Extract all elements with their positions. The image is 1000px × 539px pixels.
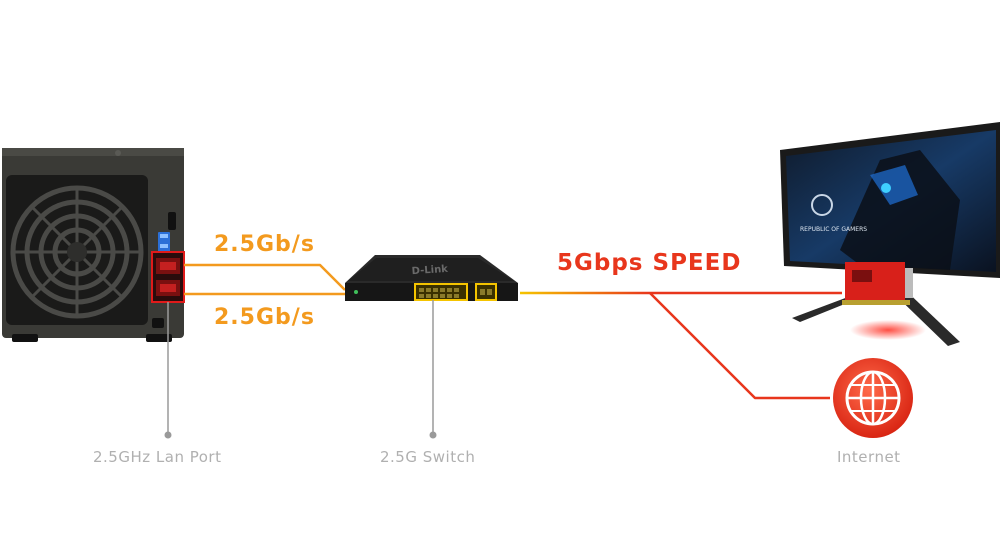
switch-device: D-Link bbox=[345, 255, 518, 301]
link-speed-label-bottom: 2.5Gb/s bbox=[214, 305, 315, 330]
switch-caption: 2.5G Switch bbox=[380, 448, 476, 466]
link-speed-label-top: 2.5Gb/s bbox=[214, 232, 315, 257]
nas-foot bbox=[12, 334, 38, 342]
uplink-speed-label: 5Gbps SPEED bbox=[557, 250, 742, 276]
hdmi-port bbox=[168, 212, 176, 230]
internet-link-line bbox=[649, 292, 830, 400]
switch-brand: D-Link bbox=[411, 264, 448, 278]
monitor-brand: REPUBLIC OF GAMERS bbox=[800, 226, 867, 233]
rog-light-glow bbox=[850, 320, 926, 340]
globe-icon bbox=[833, 358, 913, 438]
caption-leaders bbox=[164, 300, 437, 439]
internet-caption: Internet bbox=[837, 448, 901, 466]
nas-caption: 2.5GHz Lan Port bbox=[93, 448, 222, 466]
links bbox=[184, 263, 842, 400]
monitor-device: REPUBLIC OF GAMERS bbox=[780, 122, 1000, 346]
switch-uplink-highlight bbox=[475, 283, 497, 301]
nas-device bbox=[2, 148, 185, 342]
link-line-top bbox=[184, 263, 346, 291]
nas-foot bbox=[146, 334, 172, 342]
rog-logo-icon bbox=[811, 194, 833, 216]
